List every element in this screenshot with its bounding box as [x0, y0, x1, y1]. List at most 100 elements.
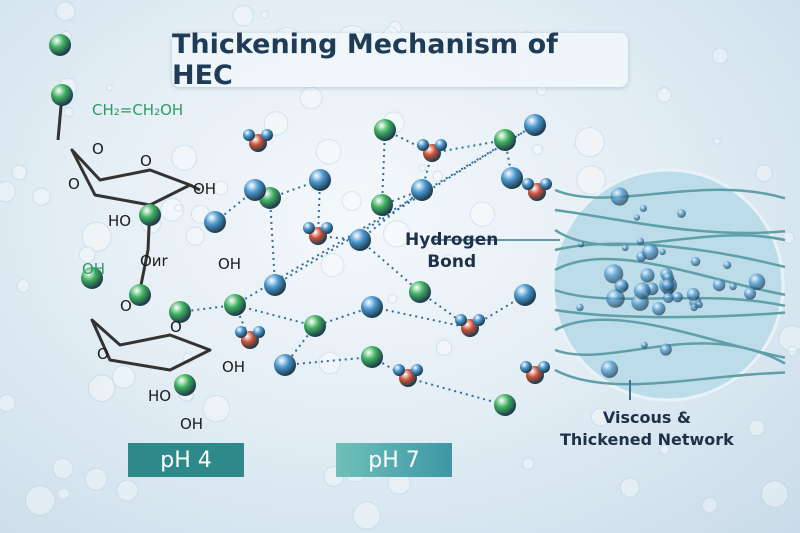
bubble [713, 137, 721, 145]
bubble [341, 191, 362, 212]
bubble [24, 485, 56, 516]
bubble [576, 165, 606, 195]
water-bubble [661, 278, 675, 292]
hydrogen-atom [417, 139, 429, 151]
bubble [387, 294, 398, 304]
hydrogen-bond [234, 304, 316, 327]
bubble [116, 479, 139, 502]
bubble [778, 325, 800, 352]
hydrogen-atom [524, 114, 546, 136]
atom-label: O [120, 297, 132, 315]
bubble [111, 364, 136, 389]
water-bubble [744, 287, 757, 300]
hydrogen-bond [359, 239, 421, 293]
water-bubble [672, 291, 683, 303]
bubble [760, 480, 789, 508]
page-title: Thickening Mechanism of HEC [172, 29, 558, 91]
water-bubble [659, 248, 666, 256]
water-bubble [690, 256, 701, 267]
carbon-atom [374, 119, 396, 141]
polymer-strand [554, 188, 786, 200]
hydrogen-atom [349, 229, 371, 251]
atom-label: O [170, 318, 182, 336]
side-chain-label: CH₂=CH₂OH [92, 101, 184, 119]
network-label: Viscous & Thickened Network [560, 408, 734, 449]
hydrogen-atom [514, 284, 536, 306]
bubble [660, 85, 669, 94]
carbon-atom [494, 394, 516, 416]
bubble [55, 1, 76, 22]
water-bubble [723, 261, 732, 270]
hydrogen-atom [455, 314, 467, 326]
title-box: Thickening Mechanism of HEC [172, 29, 628, 91]
hydrogen-bond [431, 139, 506, 154]
bubble [52, 457, 74, 480]
water-bubble [640, 341, 648, 349]
water-bubble [729, 282, 737, 291]
bubble [84, 467, 108, 491]
water-bubble [663, 292, 674, 304]
hydrogen-atom [253, 326, 265, 338]
bubble [656, 87, 672, 103]
bubble [659, 444, 670, 455]
water-bubble [600, 360, 619, 378]
carbon-atom [361, 346, 383, 368]
water-bubble [690, 303, 698, 312]
bubble [32, 187, 51, 206]
ph-4-badge: pH 4 [128, 443, 244, 477]
hydrogen-atom [204, 211, 226, 233]
bubble [81, 221, 112, 252]
bubble [619, 477, 640, 498]
water-bubble [652, 302, 666, 316]
bubble [320, 253, 345, 278]
bubble [352, 501, 381, 530]
bubble [105, 84, 113, 92]
polymer-strand [554, 288, 786, 308]
atom-label: O [97, 345, 109, 363]
bubble [787, 345, 798, 357]
water-bubble [686, 287, 700, 301]
bubble [171, 144, 198, 171]
bubble [318, 351, 342, 375]
water-bubble [610, 187, 629, 206]
bubble [57, 487, 71, 501]
polymer-strand [554, 342, 786, 365]
water-bubble [712, 278, 726, 292]
water-bubble [642, 243, 659, 261]
hydrogen-bond [284, 325, 316, 366]
ph-7-label: pH 7 [368, 447, 420, 473]
water-bubble [614, 279, 629, 293]
atom-label: O [140, 152, 152, 170]
hydrogen-atom [274, 354, 296, 376]
polymer-strand [554, 368, 786, 386]
bubble [590, 407, 611, 427]
water-bubble [633, 282, 651, 300]
bubble [442, 254, 454, 266]
carbon-atom [371, 194, 393, 216]
hydrogen-atom [411, 179, 433, 201]
hydrogen-bond [314, 306, 373, 327]
bubble [701, 497, 718, 514]
bubble [711, 47, 729, 65]
hydrogen-atom [309, 169, 331, 191]
atom-label: OH [82, 260, 106, 278]
atom-label: OH [218, 255, 242, 273]
hydrogen-bond [359, 189, 423, 241]
hydrogen-atom [261, 129, 273, 141]
bubble [418, 164, 426, 172]
carbon-atom [129, 284, 151, 306]
polymer-strand [554, 228, 786, 247]
bubble [185, 226, 205, 246]
bubble [202, 394, 231, 423]
atom-label: HO [148, 387, 172, 405]
carbon-atom [81, 267, 103, 289]
water-bubble [659, 343, 672, 356]
hydrogen-atom [244, 179, 266, 201]
bubble [0, 394, 16, 413]
water-bubble [576, 303, 584, 312]
water-bubble [633, 214, 641, 221]
water-bubble [606, 289, 625, 308]
bubble [232, 5, 254, 27]
carbon-atom [224, 294, 246, 316]
